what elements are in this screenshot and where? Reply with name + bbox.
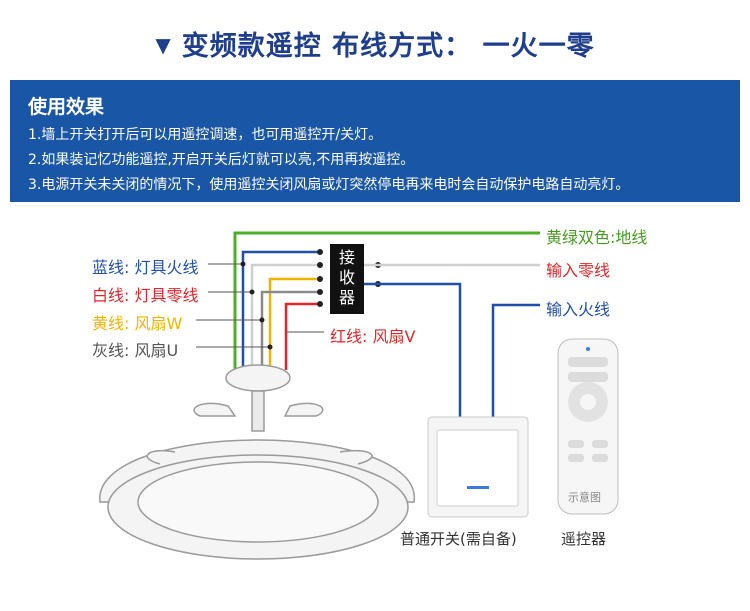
- red-wire: [284, 302, 320, 370]
- triangle-down-icon: ▼: [155, 33, 172, 57]
- page-title-text: 变频款遥控 布线方式： 一火一零: [181, 31, 595, 62]
- switch-label: 普通开关(需自备): [400, 530, 517, 548]
- remote-control: [557, 338, 619, 515]
- live-in-label: 输入火线: [546, 300, 611, 319]
- ground-wire: [233, 231, 540, 370]
- usage-heading: 使用效果: [28, 96, 105, 118]
- white-wire: [250, 263, 320, 370]
- page-title: ▼ 变频款遥控 布线方式： 一火一零: [0, 24, 750, 63]
- wall-switch: [427, 416, 529, 518]
- gray-wire-label: 灰线: 风扇U: [92, 341, 179, 360]
- ground-wire-label: 黄绿双色:地线: [546, 228, 648, 247]
- remote-note: 示意图: [568, 491, 601, 504]
- wiring-diagram: 接收器 蓝线: 灯具火线 白线: 灯具零线 黄线: 风扇W 灰线: 风扇U 红线…: [0, 202, 750, 611]
- switch-wire-2: [491, 303, 540, 422]
- white-wire-label: 白线: 灯具零线: [92, 286, 199, 305]
- title-bar: ▼ 变频款遥控 布线方式： 一火一零: [0, 0, 750, 78]
- switch-wire-1: [364, 282, 462, 422]
- gray-wire: [260, 290, 320, 370]
- remote-label: 遥控器: [561, 530, 607, 548]
- usage-line-1: 1.墙上开关打开后可以用遥控调速，也可用遥控开/关灯。: [28, 127, 383, 143]
- usage-panel: 使用效果 1.墙上开关打开后可以用遥控调速，也可用遥控开/关灯。 2.如果装记忆…: [10, 80, 740, 202]
- usage-line-2: 2.如果装记忆功能遥控,开启开关后灯就可以亮,不用再按遥控。: [28, 152, 415, 168]
- receiver-box: [330, 244, 364, 314]
- receiver-label: 接收器: [338, 248, 355, 307]
- usage-line-3: 3.电源开关未关闭的情况下，使用遥控关闭风扇或灯突然停电再来电时会自动保护电路自…: [28, 177, 630, 193]
- wiring-svg: [99, 231, 619, 560]
- ceiling-fan: [99, 364, 415, 560]
- blue-wire-label: 蓝线: 灯具火线: [92, 258, 199, 277]
- blue-wire: [241, 250, 320, 370]
- red-wire-label: 红线: 风扇V: [330, 327, 416, 346]
- yellow-wire-label: 黄线: 风扇W: [92, 314, 183, 333]
- yellow-wire: [268, 277, 320, 370]
- neutral-in-label: 输入零线: [546, 261, 611, 280]
